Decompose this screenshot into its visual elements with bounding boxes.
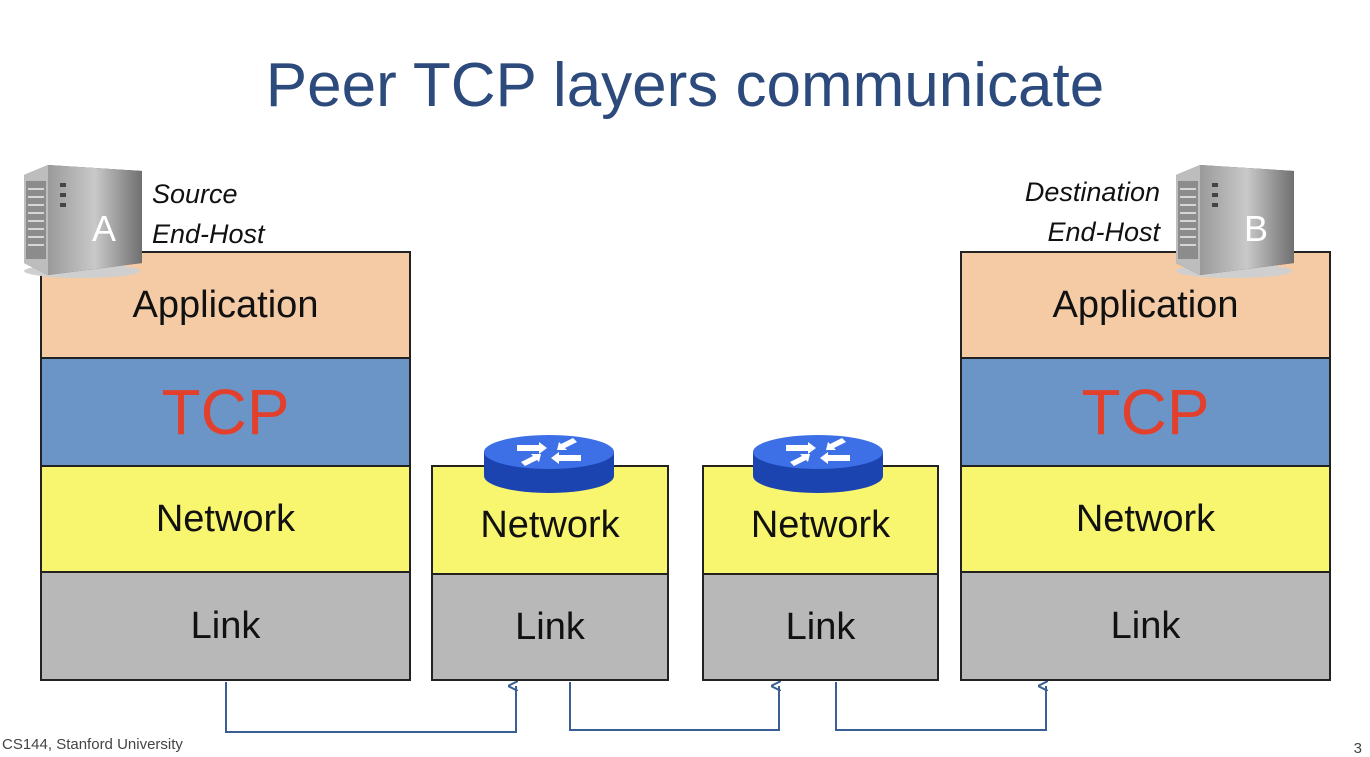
server-b-letter: B [1244, 208, 1268, 249]
page-number: 3 [1353, 740, 1362, 757]
destination-label-line2: End-Host [1047, 217, 1160, 247]
server-a-icon: A [18, 163, 146, 279]
router2-stack: Network Link [702, 465, 939, 681]
source-label-line1: Source [152, 179, 238, 209]
footer-text: CS144, Stanford University [2, 736, 183, 753]
router-2-icon [750, 432, 886, 494]
destination-label-line1: Destination [1024, 177, 1160, 207]
destination-stack: Application TCP Network Link [960, 251, 1331, 681]
source-label-line2: End-Host [152, 219, 265, 249]
source-link-layer: Link [40, 571, 411, 681]
server-b-icon: B [1170, 163, 1298, 279]
source-host-label: Source End-Host [152, 174, 265, 254]
server-a-letter: A [92, 208, 116, 249]
destination-tcp-layer: TCP [960, 357, 1331, 467]
destination-host-label: Destination End-Host [1025, 172, 1160, 252]
arrow-source-to-router1 [225, 682, 516, 733]
source-tcp-layer: TCP [40, 357, 411, 467]
destination-network-layer: Network [960, 465, 1331, 573]
router2-link-layer: Link [702, 573, 939, 681]
arrow-router2-to-destination [835, 682, 1046, 731]
slide-title: Peer TCP layers communicate [265, 51, 1105, 120]
source-stack: Application TCP Network Link [40, 251, 411, 681]
router1-link-layer: Link [431, 573, 669, 681]
router-1-icon [481, 432, 617, 494]
arrow-router1-to-router2 [569, 682, 779, 731]
destination-link-layer: Link [960, 571, 1331, 681]
